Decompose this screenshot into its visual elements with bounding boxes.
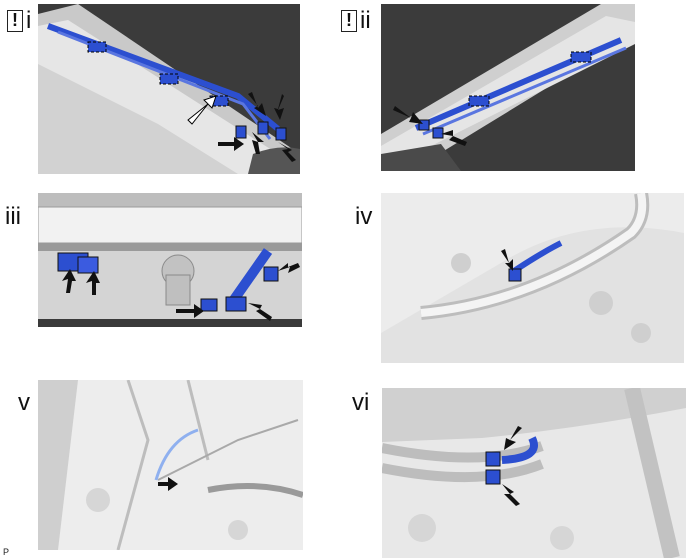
panel-ii-illustration [381,4,635,171]
panel-iii-illustration [38,193,302,327]
panel-label-iv: iv [355,203,373,230]
panel-label-i: i [26,7,32,34]
panel-v-illustration [38,380,303,550]
panel-label-ii: ii [360,7,371,34]
panel-iv-illustration [381,193,684,363]
panel-vi-illustration [382,388,686,558]
panel-label-v: v [18,389,30,416]
warning-icon: ! [341,10,357,32]
panel-i-illustration [38,4,300,174]
panel-label-iii: iii [5,203,21,230]
warning-icon: ! [7,10,23,32]
panel-label-vi: vi [352,389,370,416]
figure-code: P [3,547,10,557]
